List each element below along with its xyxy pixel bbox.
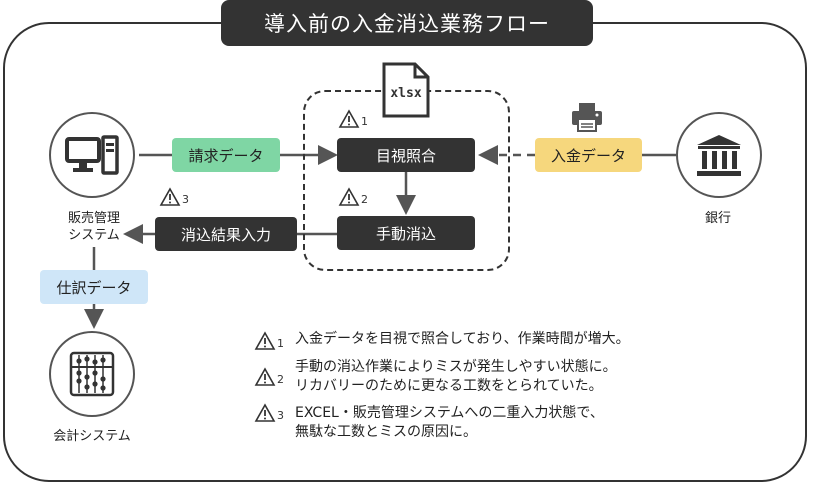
- xlsx-label: xlsx: [390, 86, 422, 101]
- warning-marker-3: 3: [159, 187, 189, 206]
- warning-icon: [159, 187, 181, 206]
- bank-icon: [697, 135, 741, 176]
- warning-icon: [338, 187, 360, 206]
- note-line: リカバリーのために更なる工数をとられていた。: [295, 378, 603, 394]
- clear-result-box: 消込結果入力: [155, 217, 297, 251]
- warning-marker-2: 2: [338, 187, 368, 206]
- warning-icon: [254, 331, 276, 350]
- note-number: 3: [277, 409, 284, 422]
- note-line: 手動の消込作業によりミスが発生しやすい状態に。: [295, 359, 617, 375]
- note-number: 2: [277, 373, 284, 386]
- warning-number: 1: [361, 115, 368, 128]
- warning-number: 2: [361, 193, 368, 206]
- deposit-data-box: 入金データ: [535, 138, 642, 172]
- bank-node: [676, 112, 762, 198]
- note-line: EXCEL・販売管理システムへの二重入力状態で、: [295, 405, 604, 421]
- bank-label: 銀行: [704, 211, 731, 226]
- sales-system-label: 販売管理 システム: [67, 211, 120, 243]
- note-number: 1: [277, 337, 284, 350]
- printer-icon: [572, 103, 602, 132]
- manual-clear-box: 手動消込: [337, 216, 475, 250]
- note-line: 入金データを目視で照合しており、作業時間が増大。: [295, 331, 630, 347]
- warning-icon: [254, 367, 276, 386]
- warning-icon: [254, 403, 276, 422]
- note-line: 無駄な工数とミスの原因に。: [295, 424, 477, 440]
- accounting-label: 会計システム: [53, 429, 131, 444]
- warning-icon: [338, 109, 360, 128]
- journal-data-box: 仕訳データ: [40, 270, 148, 304]
- xlsx-file-icon: xlsx: [381, 61, 431, 119]
- abacus-icon: [69, 351, 115, 397]
- accounting-node: [49, 331, 135, 417]
- diagram-title: 導入前の入金消込業務フロー: [221, 0, 593, 46]
- sales-system-node: [49, 112, 135, 198]
- warning-number: 3: [182, 193, 189, 206]
- warning-marker-1: 1: [338, 109, 368, 128]
- invoice-data-box: 請求データ: [172, 138, 280, 172]
- visual-match-box: 目視照合: [337, 138, 475, 172]
- computer-icon: [65, 135, 119, 175]
